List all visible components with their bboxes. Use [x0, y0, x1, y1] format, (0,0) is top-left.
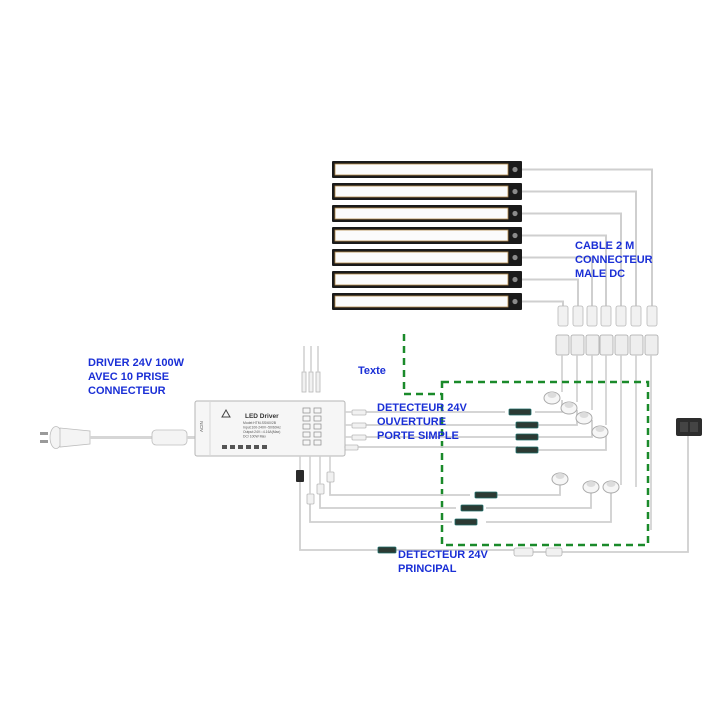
- door-detectors: [543, 391, 620, 494]
- driver-spec-line: Model:HTM-SS/60/2B: [243, 421, 277, 425]
- led-bar: [332, 161, 522, 178]
- door-detector-label-line: OUVERTURE: [377, 416, 447, 428]
- driver-label-line: AVEC 10 PRISE: [88, 371, 170, 383]
- texte-label: Texte: [358, 364, 386, 378]
- door-detector-label-line: PORTE SIMPLE: [377, 430, 459, 442]
- door-detector: [543, 391, 561, 405]
- certification-icons: [222, 445, 267, 449]
- led-bar: [332, 271, 522, 288]
- cable-label-line: MALE DC: [575, 268, 626, 280]
- male-dc-connectors: [557, 305, 658, 327]
- power-plug: [40, 426, 195, 449]
- texte-label-line: Texte: [358, 365, 386, 377]
- cable-label: CABLE 2 M CONNECTEUR MALE DC: [575, 239, 653, 281]
- door-detector: [575, 411, 593, 425]
- cable-label-line: CONNECTEUR: [575, 254, 653, 266]
- led-bar: [332, 227, 522, 244]
- led-bars: [332, 161, 522, 310]
- led-bar: [332, 249, 522, 266]
- driver-title: LED Driver: [245, 413, 279, 420]
- driver-side-text: ACIN: [199, 421, 204, 432]
- led-bar: [332, 205, 522, 222]
- driver-output-ports: [302, 407, 322, 446]
- led-bar: [332, 293, 522, 310]
- loose-connectors: [296, 346, 367, 505]
- main-detector-label: DETECTEUR 24V PRINCIPAL: [398, 548, 488, 576]
- main-detector-parts: [513, 418, 702, 557]
- connector-drop-cables: [561, 355, 652, 530]
- driver-label-line: CONNECTEUR: [88, 385, 166, 397]
- driver-label-line: DRIVER 24V 100W: [88, 357, 184, 369]
- driver-label: DRIVER 24V 100W AVEC 10 PRISE CONNECTEUR: [88, 356, 184, 398]
- door-detector: [602, 480, 620, 494]
- main-detector-mount: [676, 418, 702, 436]
- door-detector-label: DETECTEUR 24V OUVERTURE PORTE SIMPLE: [377, 401, 467, 443]
- driver-spec-line: Input:100-240V~50/60Hz: [243, 426, 281, 430]
- door-detector: [560, 401, 578, 415]
- female-dc-connectors: [555, 334, 659, 356]
- detector-wiring: [299, 400, 689, 553]
- door-detector: [582, 480, 600, 494]
- led-cables: [522, 168, 653, 308]
- main-detector-label-line: PRINCIPAL: [398, 563, 457, 575]
- driver-spec-line: DC/ 100W Max: [243, 435, 266, 439]
- led-driver-box: ACIN LED Driver Model:HTM-SS/60/2B Input…: [194, 400, 352, 494]
- cable-label-line: CABLE 2 M: [575, 240, 635, 252]
- door-detector-label-line: DETECTEUR 24V: [377, 402, 467, 414]
- door-detector: [551, 472, 569, 486]
- driver-spec-line: Output:24V⎓4.16A(Max): [243, 430, 280, 434]
- led-bar: [332, 183, 522, 200]
- dashed-boundary: [402, 334, 650, 547]
- main-detector-label-line: DETECTEUR 24V: [398, 549, 488, 561]
- door-detector: [591, 425, 609, 439]
- driver-logo-icon: [221, 408, 231, 418]
- sensor-modules: [377, 408, 539, 554]
